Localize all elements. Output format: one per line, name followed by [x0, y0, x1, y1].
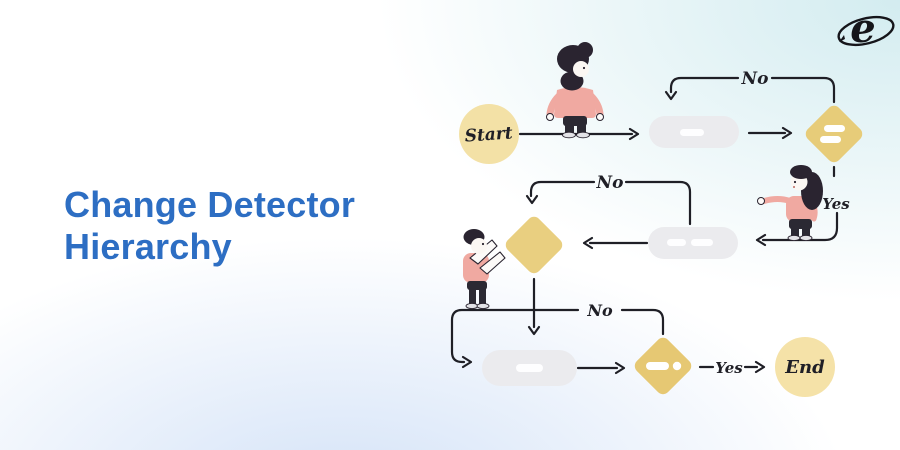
no-label-top: No	[741, 69, 769, 89]
arrow-no-loop-bottom-left	[450, 308, 580, 364]
arrow-no-loop-mid-right	[624, 180, 692, 226]
no-label-middle: No	[596, 173, 624, 193]
page-title: Change Detector Hierarchy	[64, 184, 355, 268]
process-node-2-dash2-icon	[691, 239, 713, 246]
page-title-line2: Hierarchy	[64, 226, 232, 267]
arrowhead-process2-to-decision2-icon	[582, 236, 594, 250]
logo-orbit-icon	[837, 15, 895, 47]
logo-letter: e	[850, 6, 875, 52]
person-raising-arms-illustration	[463, 229, 506, 310]
arrowhead-yes-to-end-icon	[754, 360, 766, 374]
decision-node-3-mark-dot-icon	[672, 361, 682, 371]
arrowhead-no-loop-bottom-icon	[461, 355, 473, 369]
end-node	[775, 337, 835, 397]
decision-node-1	[805, 105, 863, 163]
end-label: End	[784, 357, 825, 378]
page-title-line1: Change Detector	[64, 184, 356, 225]
process-node-3-dash-icon	[516, 364, 543, 372]
arrow-yes-down-lower	[761, 211, 839, 242]
process-node-1-dash-icon	[680, 129, 704, 136]
arrowhead-yes-to-process2-icon	[755, 233, 767, 247]
yes-label-bottom: Yes	[715, 359, 743, 377]
arrowhead-process1-to-decision1-icon	[781, 126, 793, 140]
process-node-2-dash1-icon	[667, 239, 686, 246]
brand-logo: e	[837, 6, 895, 52]
decision-node-3-mark-bar-icon	[646, 362, 669, 370]
start-node	[459, 104, 519, 164]
arrowhead-process3-to-decision3-icon	[614, 361, 626, 375]
arrowhead-start-to-process1-icon	[628, 127, 640, 141]
arrow-no-loop-mid-left	[529, 180, 596, 198]
arrowhead-no-loop-mid-icon	[525, 194, 539, 205]
arrowhead-no-loop-top-icon	[664, 90, 678, 101]
arrow-no-loop-top-right	[770, 76, 836, 104]
arrow-no-loop-top-left	[669, 76, 740, 94]
arrowhead-decision2-to-process3-icon	[527, 325, 541, 336]
decision-node-1-mark-bottom-icon	[820, 136, 841, 143]
person-standing-man-illustration	[546, 42, 604, 139]
no-label-bottom: No	[586, 301, 613, 320]
decision-node-1-mark-top-icon	[824, 125, 845, 132]
decision-node-2	[505, 216, 563, 274]
logo-orbit-arrow-icon	[839, 35, 845, 42]
person-woman-illustration	[757, 165, 823, 242]
start-label: Start	[464, 123, 513, 146]
arrow-no-loop-bottom-right	[620, 308, 665, 336]
yes-label-right: Yes	[822, 195, 850, 213]
